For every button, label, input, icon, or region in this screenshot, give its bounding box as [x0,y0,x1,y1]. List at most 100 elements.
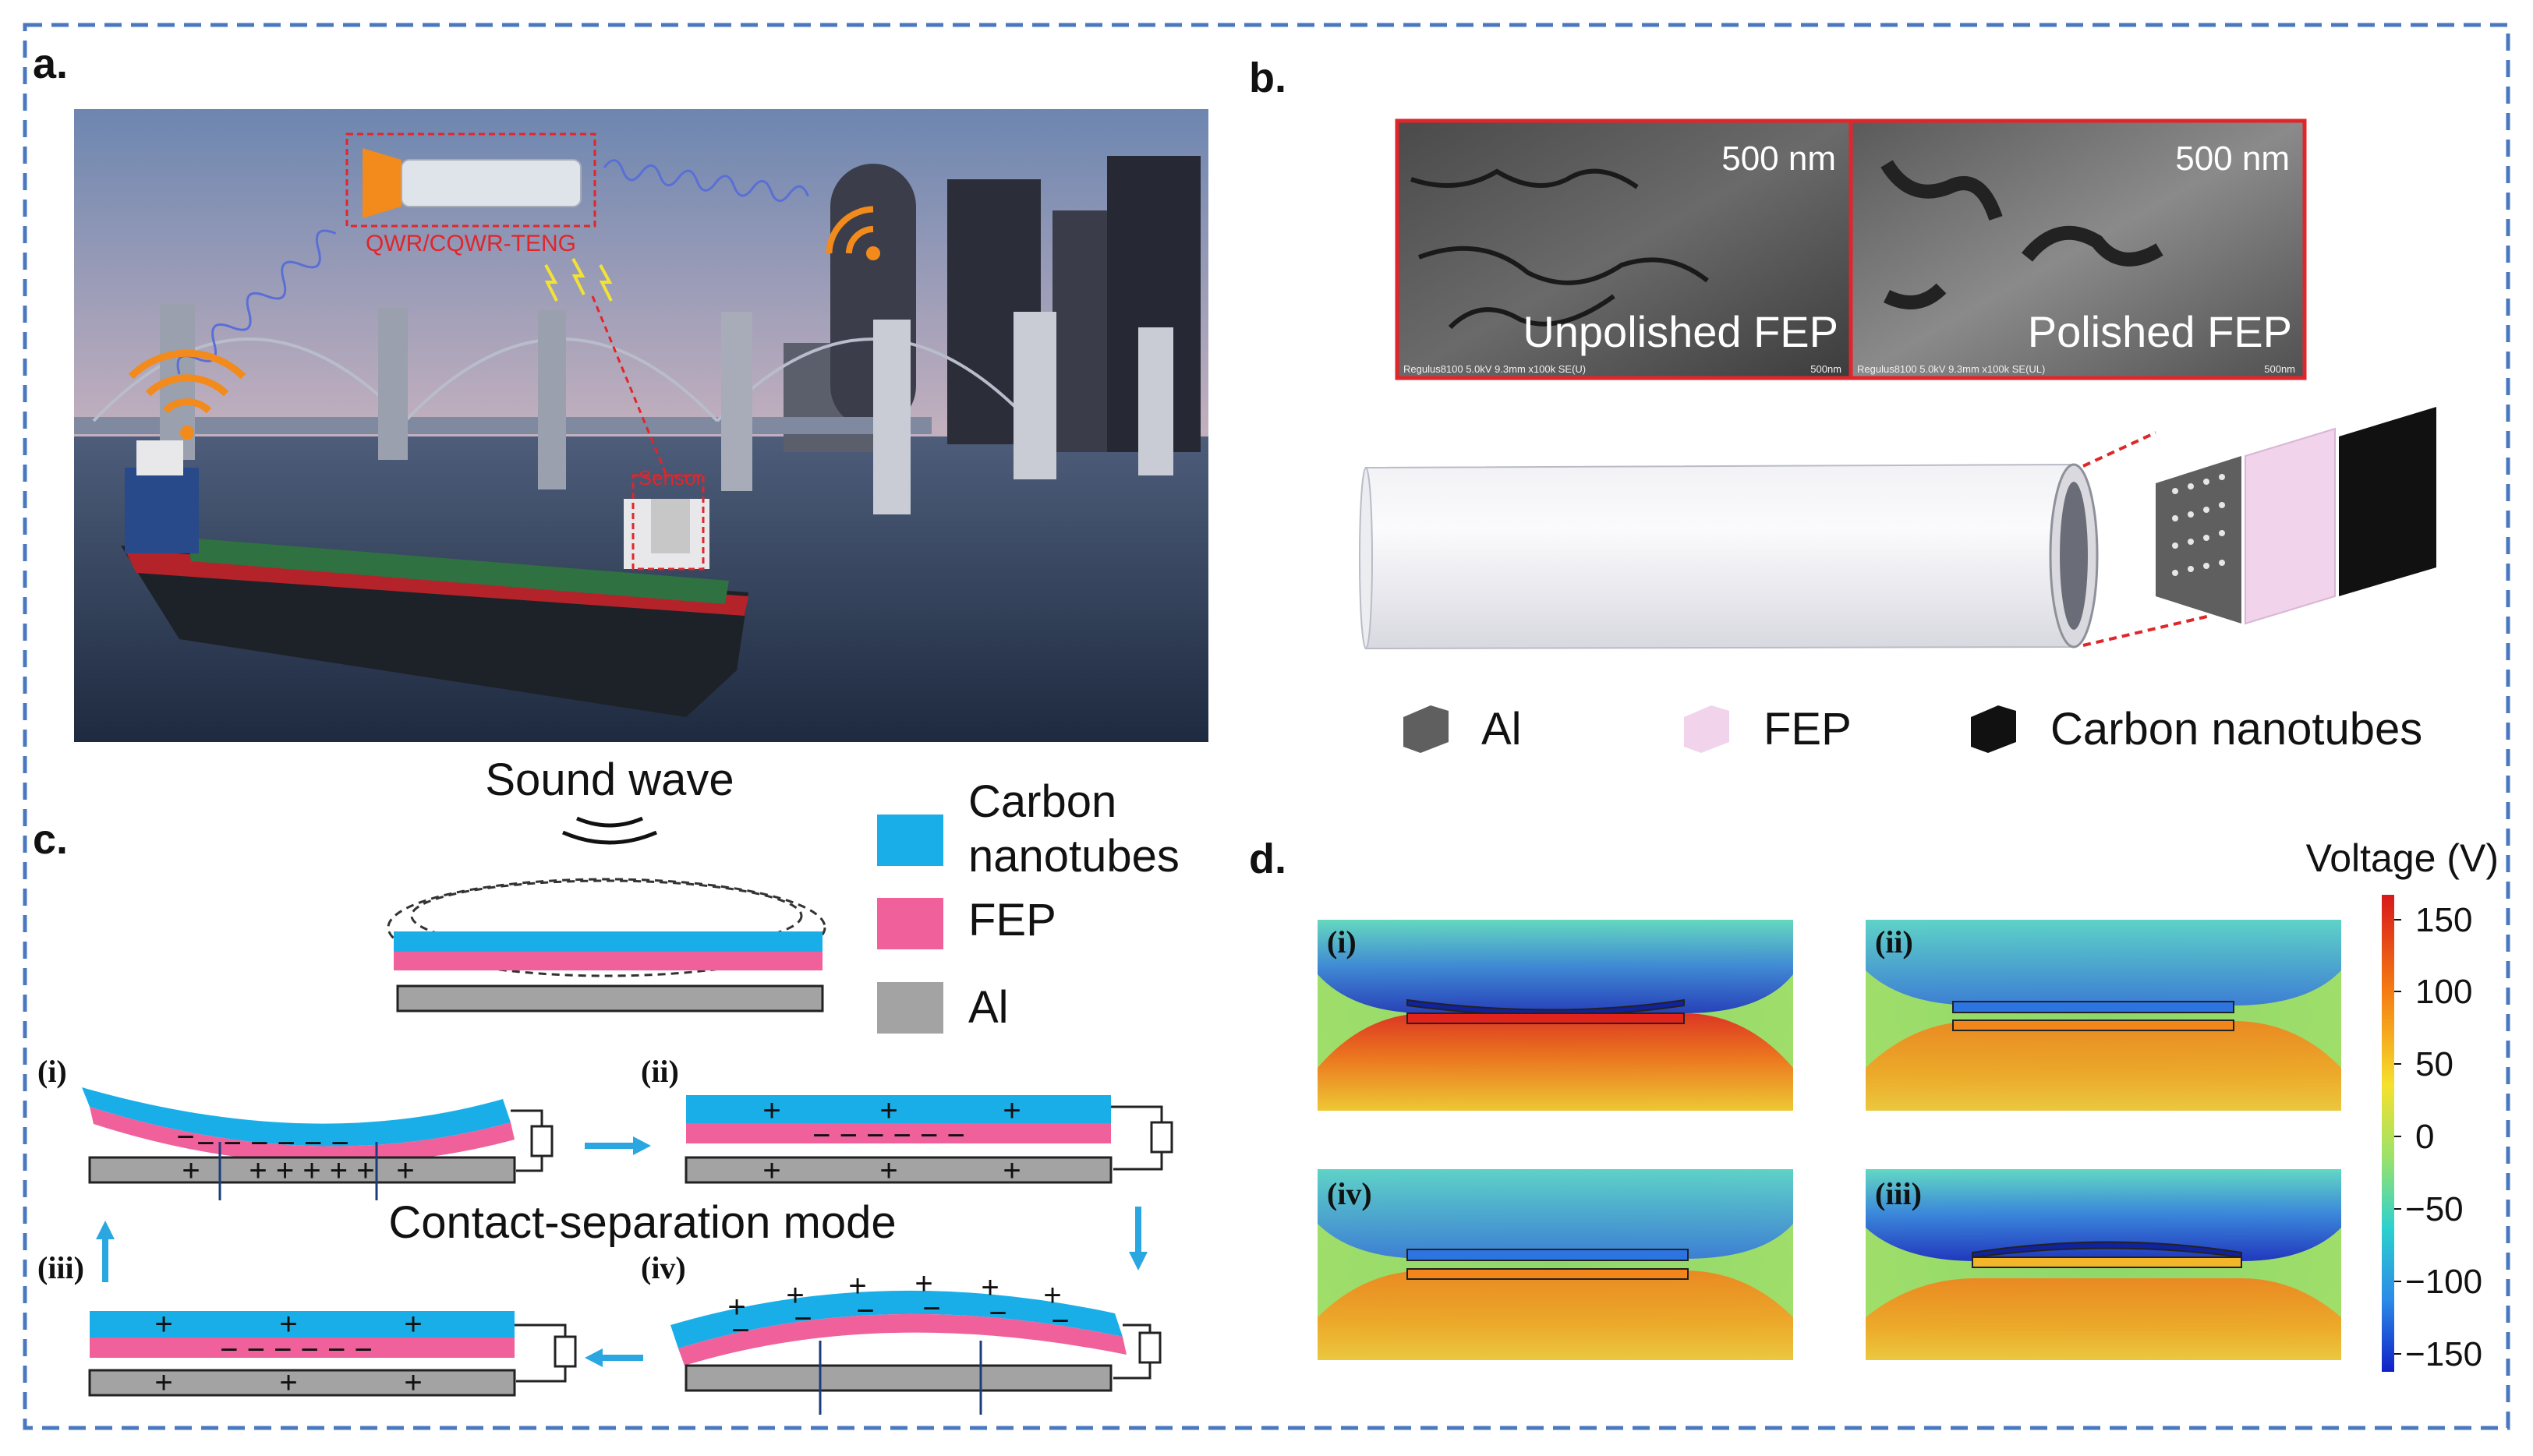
wifi-icon [128,349,246,440]
svg-text:−: − [989,1296,1006,1331]
colorbar-tick-label: 150 [2415,901,2472,939]
panel-c: c. Sound wave Carbon nanotubes FEP [33,755,1180,1415]
svg-text:+: + [879,1094,897,1128]
svg-text:+ + + + +: + + + + + [249,1154,374,1188]
device-schematic-top [387,878,826,1012]
svg-text:− − − − − −: − − − − − − [220,1333,373,1367]
svg-text:Carbon: Carbon [968,776,1116,827]
svg-text:Al: Al [1481,704,1522,755]
svg-text:−: − [922,1292,940,1326]
sem-footer: Regulus8100 5.0kV 9.3mm x100k SE(U) [1403,363,1586,375]
svg-text:+: + [404,1366,422,1400]
svg-text:+: + [279,1307,297,1341]
zoom-line [2082,614,2211,647]
svg-text:+: + [786,1278,804,1313]
svg-text:+: + [154,1366,172,1400]
svg-text:+: + [727,1290,745,1324]
panel-d-label: d. [1249,836,1286,882]
legend-item-fep: FEP [877,895,1056,949]
sound-wave-icon [562,830,657,845]
flow-arrow-head [1129,1252,1148,1270]
step-i-schematic: (i) − − − − − − − + + + + + + + [37,1054,554,1200]
sound-wave-label: Sound wave [485,755,734,805]
panel-d: d. (i) (ii) (iv) [1249,836,2499,1373]
svg-text:+: + [762,1094,780,1128]
svg-text:+: + [1043,1278,1061,1313]
panel-a-label: a. [33,41,68,87]
svg-text:+: + [396,1154,414,1188]
svg-text:(iv): (iv) [641,1250,686,1285]
sem-caption: Polished FEP [2028,307,2292,356]
legend-item-cnt: Carbon nanotubes [1971,704,2422,755]
svg-text:+: + [1003,1154,1021,1188]
svg-text:FEP: FEP [968,895,1056,945]
resonator-tube [1359,463,2099,650]
svg-text:Carbon nanotubes: Carbon nanotubes [2050,704,2422,755]
ship-scene-image [74,109,1208,742]
svg-text:+: + [879,1154,897,1188]
sem-footer-scale: 500nm [1810,363,1841,375]
step-iii-schematic: (iv) + + + + + + − − − − − − [641,1250,1162,1415]
sensor-label: Sensor [639,466,703,489]
sem-caption: Unpolished FEP [1523,307,1838,356]
svg-text:(iii): (iii) [37,1250,84,1285]
scale-label: 500 nm [1721,140,1836,178]
colorbar-tick-label: −100 [2405,1263,2482,1301]
flow-arrow-head [585,1348,603,1367]
figure-frame [23,23,2510,1430]
fep-layer [2245,427,2336,625]
legend-c: Carbon nanotubes FEP Al [877,776,1180,1034]
svg-text:+: + [848,1269,866,1303]
legend-item-carbon-nanotubes: Carbon nanotubes [877,776,1180,882]
colorbar-tick-label: −150 [2405,1335,2482,1373]
svg-text:+: + [154,1307,172,1341]
svg-text:+: + [914,1267,932,1301]
scale-label: 500 nm [2175,140,2290,178]
field-map-i: (i) [1318,920,1793,1111]
svg-text:− − − − − −: − − − − − − [196,1126,349,1161]
flow-arrow-head [96,1221,115,1239]
svg-text:FEP: FEP [1764,704,1852,755]
wifi-icon [826,206,880,260]
svg-text:(iv): (iv) [1327,1176,1372,1211]
device-label: QWR/CQWR-TENG [366,231,576,256]
panel-c-label: c. [33,816,68,863]
colorbar-ticks [2394,919,2401,1355]
svg-text:(iii): (iii) [1875,1176,1922,1211]
svg-text:(i): (i) [1327,924,1357,959]
svg-text:(ii): (ii) [641,1054,679,1089]
cnt-layer [2339,407,2436,596]
legend-item-al: Al [877,982,1009,1034]
svg-text:−: − [731,1313,749,1348]
svg-text:Al: Al [968,982,1009,1033]
svg-text:− − − − − −: − − − − − − [812,1119,965,1153]
colorbar-tick-label: 100 [2415,973,2472,1011]
svg-text:(ii): (ii) [1875,924,1913,959]
svg-text:+: + [279,1366,297,1400]
legend-b: Al FEP Carbon nanotubes [1403,704,2422,755]
colorbar-tick-label: −50 [2405,1190,2464,1228]
svg-text:−: − [856,1294,874,1328]
field-map-iv: (iv) [1318,1169,1793,1360]
svg-text:+: + [1003,1094,1021,1128]
panel-a: a. [33,41,1208,742]
panel-b: b. 500 nm Unpolished FEP Regulus8100 5.0… [1249,55,2436,755]
svg-text:+: + [981,1270,999,1305]
step-ii-schematic: (ii) + + + − − − − − − + + + [641,1054,1173,1188]
step-iv-schematic: (iii) + + + − − − − − − + + + [37,1250,577,1400]
sem-image-polished: 500 nm Polished FEP Regulus8100 5.0kV 9.… [1848,118,2307,380]
svg-text:−: − [1051,1304,1069,1338]
svg-text:−: − [176,1120,194,1154]
flow-arrow-head [633,1136,651,1155]
legend-item-fep: FEP [1684,704,1852,755]
mode-label: Contact-separation mode [388,1197,896,1248]
sound-wave-icon [576,816,643,828]
colorbar-tick-label: 0 [2415,1118,2434,1156]
colorbar-tick-label: 50 [2415,1045,2453,1083]
sem-footer-scale: 500nm [2264,363,2295,375]
svg-text:+: + [182,1154,200,1188]
svg-text:+: + [404,1307,422,1341]
svg-text:nanotubes: nanotubes [968,831,1180,882]
svg-text:−: − [794,1302,812,1336]
al-layer [2156,456,2241,624]
